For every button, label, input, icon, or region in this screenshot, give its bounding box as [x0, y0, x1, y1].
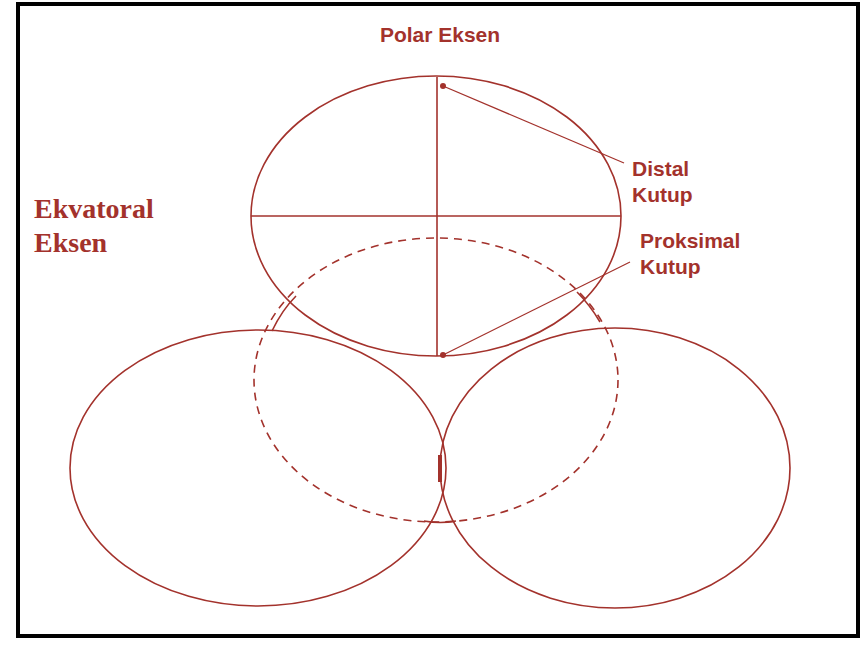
equatorial-axis [251, 215, 621, 217]
leader-line [443, 86, 624, 163]
pole-dot [440, 83, 446, 89]
leader-line [443, 262, 630, 355]
pollen-grain [251, 76, 621, 356]
frame [18, 4, 858, 636]
tetrad-gap-arc [577, 292, 600, 322]
pollen-grain [70, 330, 446, 606]
axis-label: Distal Kutup [632, 156, 727, 208]
axis-label: Proksimal Kutup [640, 228, 760, 280]
pollen-grain [440, 328, 790, 608]
contact-mark [438, 455, 442, 482]
pole-dot [440, 352, 446, 358]
axis-label: Ekvatoral Eksen [34, 192, 184, 260]
axis-label: Polar Eksen [340, 22, 540, 48]
